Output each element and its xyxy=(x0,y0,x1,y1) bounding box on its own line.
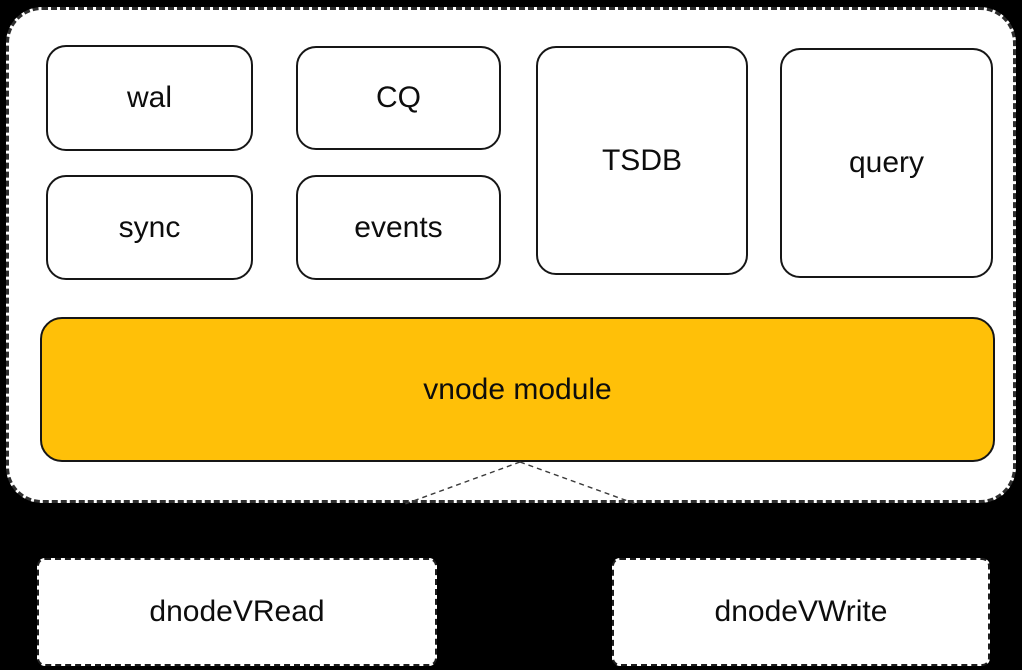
dnode-vwrite-label: dnodeVWrite xyxy=(714,595,888,628)
module-label-sync: sync xyxy=(118,210,181,244)
connector-line-left xyxy=(404,461,521,505)
dnode-vread-label: dnodeVRead xyxy=(149,595,325,628)
module-label-tsdb: TSDB xyxy=(601,143,682,177)
connector-line-right xyxy=(519,461,637,505)
module-box-wal: wal xyxy=(46,45,253,151)
dnode-vread-box: dnodeVRead xyxy=(37,558,437,666)
module-label-cq: CQ xyxy=(376,81,421,114)
vnode-container: wal CQ sync events TSDB query vnode modu… xyxy=(6,7,1016,505)
vnode-module-label: vnode module xyxy=(423,372,612,406)
module-label-query: query xyxy=(848,146,925,179)
dnode-vwrite-box: dnodeVWrite xyxy=(612,558,990,666)
vnode-module-bar: vnode module xyxy=(40,317,995,462)
module-label-wal: wal xyxy=(126,81,172,114)
module-box-query: query xyxy=(780,48,993,278)
module-box-cq: CQ xyxy=(296,46,501,150)
module-label-events: events xyxy=(354,210,443,244)
module-box-events: events xyxy=(296,175,501,280)
module-box-tsdb: TSDB xyxy=(536,46,748,275)
module-box-sync: sync xyxy=(46,175,253,280)
